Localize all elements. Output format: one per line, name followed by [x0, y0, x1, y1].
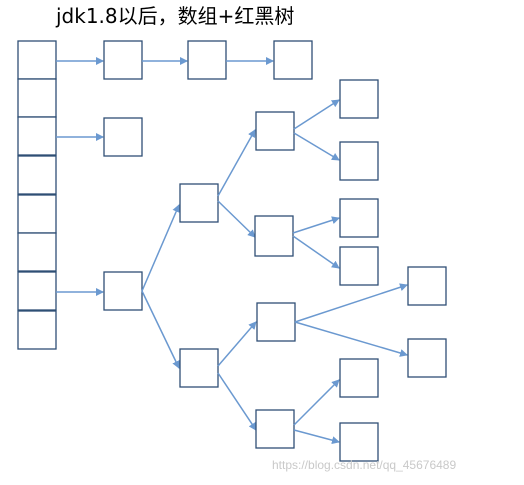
list-node [187, 40, 227, 80]
red-black-tree [56, 79, 447, 462]
array-slot [17, 116, 57, 156]
tree-node [255, 409, 295, 449]
tree-leaf-node [407, 338, 447, 378]
array-slot [17, 78, 57, 118]
list-node [103, 117, 143, 157]
tree-node [179, 183, 219, 223]
array-slot [17, 194, 57, 234]
linked-list-row-2 [56, 117, 143, 157]
tree-node [179, 348, 219, 388]
tree-leaf-node [339, 79, 379, 119]
arrow [294, 283, 408, 323]
array-slot [17, 155, 57, 195]
arrow [141, 290, 180, 369]
array-slot [17, 271, 57, 311]
page-title: jdk1.8以后，数组+红黑树 [56, 4, 295, 28]
list-node [103, 40, 143, 80]
arrow [292, 216, 340, 234]
list-node [273, 40, 313, 80]
array-slot [17, 40, 57, 80]
array-column [17, 40, 57, 350]
arrow [294, 321, 408, 357]
arrow [293, 99, 340, 130]
arrow [217, 129, 256, 197]
tree-root-node [103, 271, 143, 311]
arrow [292, 235, 340, 269]
arrow [217, 321, 257, 367]
tree-leaf-node [339, 198, 379, 238]
tree-leaf-node [407, 266, 447, 306]
tree-leaf-node [339, 246, 379, 286]
arrow [293, 429, 340, 445]
tree-node [255, 111, 295, 151]
arrow [293, 379, 340, 426]
arrow [217, 200, 256, 238]
array-slot [17, 232, 57, 272]
arrow [141, 204, 180, 292]
arrow [217, 372, 257, 431]
tree-node [254, 215, 294, 257]
linked-list-row-1 [56, 40, 313, 80]
tree-leaf-node [339, 358, 379, 398]
array-slot [17, 310, 57, 350]
tree-node [256, 302, 296, 342]
watermark: https://blog.csdn.net/qq_45676489 [272, 458, 457, 472]
tree-leaf-node [339, 141, 379, 181]
tree-leaf-node [339, 422, 379, 462]
arrow [293, 132, 340, 161]
